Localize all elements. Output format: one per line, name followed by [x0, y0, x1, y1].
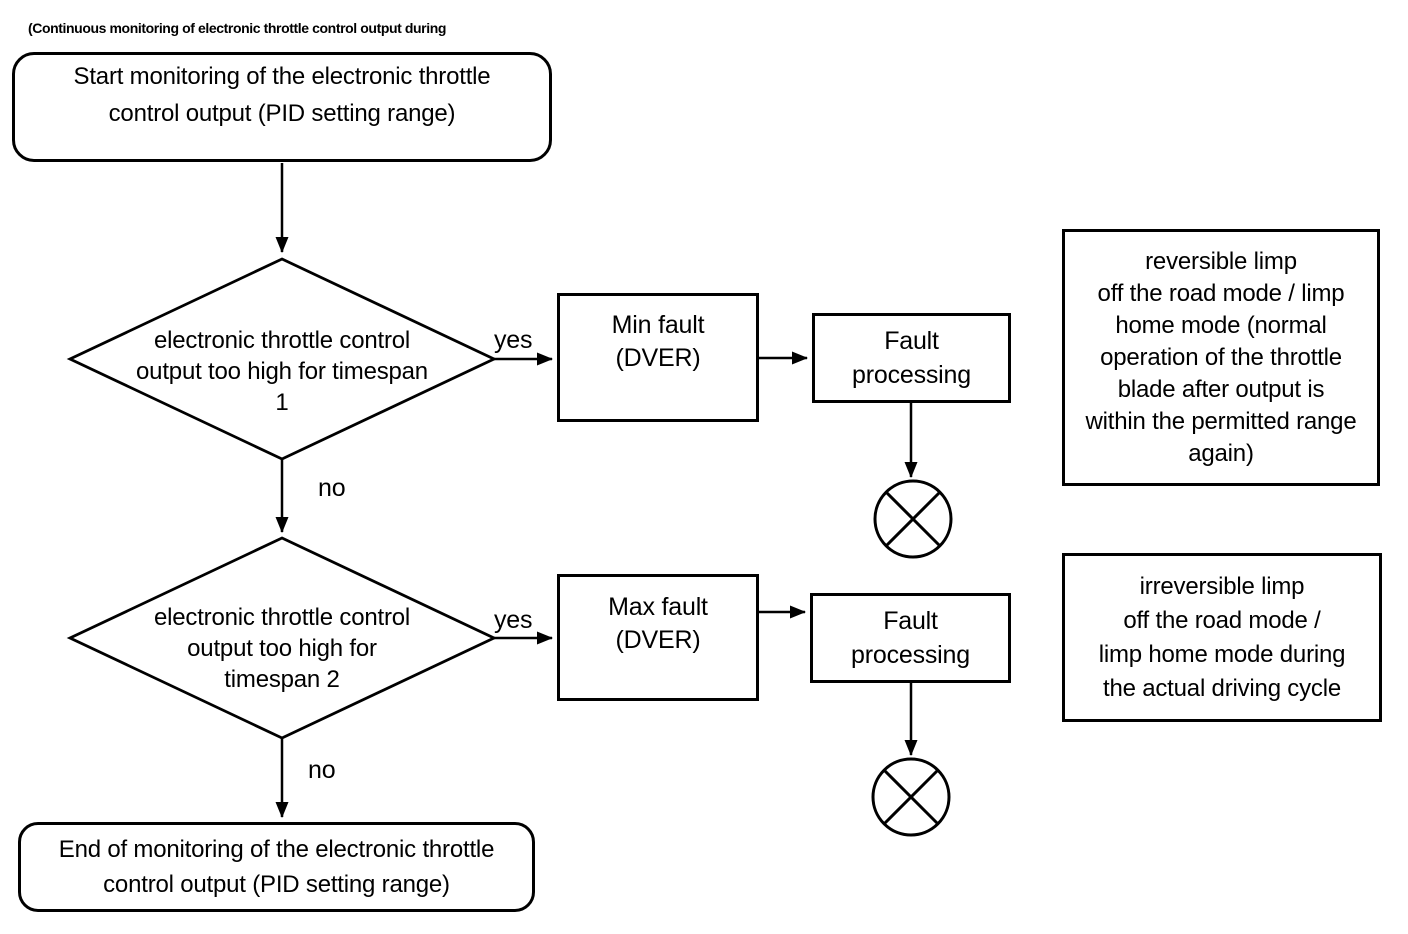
diagram-caption: (Continuous monitoring of electronic thr…: [28, 20, 447, 36]
fault-processing2-line: processing: [851, 641, 970, 669]
decision2-line: output too high for: [187, 634, 377, 662]
min-fault-line: Min fault: [611, 311, 705, 339]
reversible-note-line: operation of the throttle: [1100, 343, 1342, 371]
start-node-line: control output (PID setting range): [108, 100, 456, 127]
decision2-no-label: no: [308, 756, 336, 784]
fault-processing1-line: Fault: [884, 327, 939, 355]
fault-processing1-line: processing: [852, 361, 971, 389]
decision1-line: output too high for timespan: [136, 357, 428, 385]
start-node: Start monitoring of the electronic throt…: [12, 52, 552, 162]
decision2-line: timespan 2: [224, 665, 340, 693]
end-node: End of monitoring of the electronic thro…: [18, 822, 535, 912]
terminator1-circle-x-icon: [873, 479, 953, 559]
start-node-line: Start monitoring of the electronic throt…: [73, 63, 491, 90]
irreversible-note-line: irreversible limp: [1139, 572, 1305, 600]
fault-processing1-node: Fault processing: [812, 313, 1011, 403]
decision1-line: 1: [275, 388, 289, 416]
decision2-yes-label: yes: [494, 606, 533, 634]
terminator2-circle-x-icon: [871, 757, 951, 837]
reversible-note-line: within the permitted range: [1085, 407, 1357, 435]
decision2-line: electronic throttle control: [153, 603, 411, 631]
irreversible-note-line: the actual driving cycle: [1103, 674, 1341, 702]
reversible-note: reversible limp off the road mode / limp…: [1062, 229, 1380, 486]
decision1-diamond: [66, 257, 498, 461]
end-node-line: End of monitoring of the electronic thro…: [58, 836, 495, 863]
irreversible-note-line: off the road mode /: [1123, 606, 1321, 634]
decision1-label: electronic throttle control output too h…: [70, 259, 494, 459]
decision2-label: electronic throttle control output too h…: [70, 538, 494, 738]
reversible-note-line: off the road mode / limp: [1097, 279, 1345, 307]
reversible-note-line: blade after output is: [1117, 375, 1325, 403]
min-fault-line: (DVER): [615, 344, 701, 372]
irreversible-note: irreversible limp off the road mode / li…: [1062, 553, 1382, 722]
decision1-no-label: no: [318, 474, 346, 502]
max-fault-line: (DVER): [615, 626, 701, 654]
end-node-line: control output (PID setting range): [103, 871, 450, 898]
max-fault-line: Max fault: [608, 593, 708, 621]
decision2-diamond: [66, 536, 498, 740]
reversible-note-line: home mode (normal: [1115, 311, 1327, 339]
decision1-line: electronic throttle control: [153, 326, 411, 354]
min-fault-node: Min fault (DVER): [557, 293, 759, 422]
irreversible-note-line: limp home mode during: [1098, 640, 1346, 668]
max-fault-node: Max fault (DVER): [557, 574, 759, 701]
fault-processing2-line: Fault: [883, 607, 938, 635]
fault-processing2-node: Fault processing: [810, 593, 1011, 683]
reversible-note-line: reversible limp: [1145, 247, 1297, 275]
reversible-note-line: again): [1188, 439, 1254, 467]
decision1-yes-label: yes: [494, 326, 533, 354]
